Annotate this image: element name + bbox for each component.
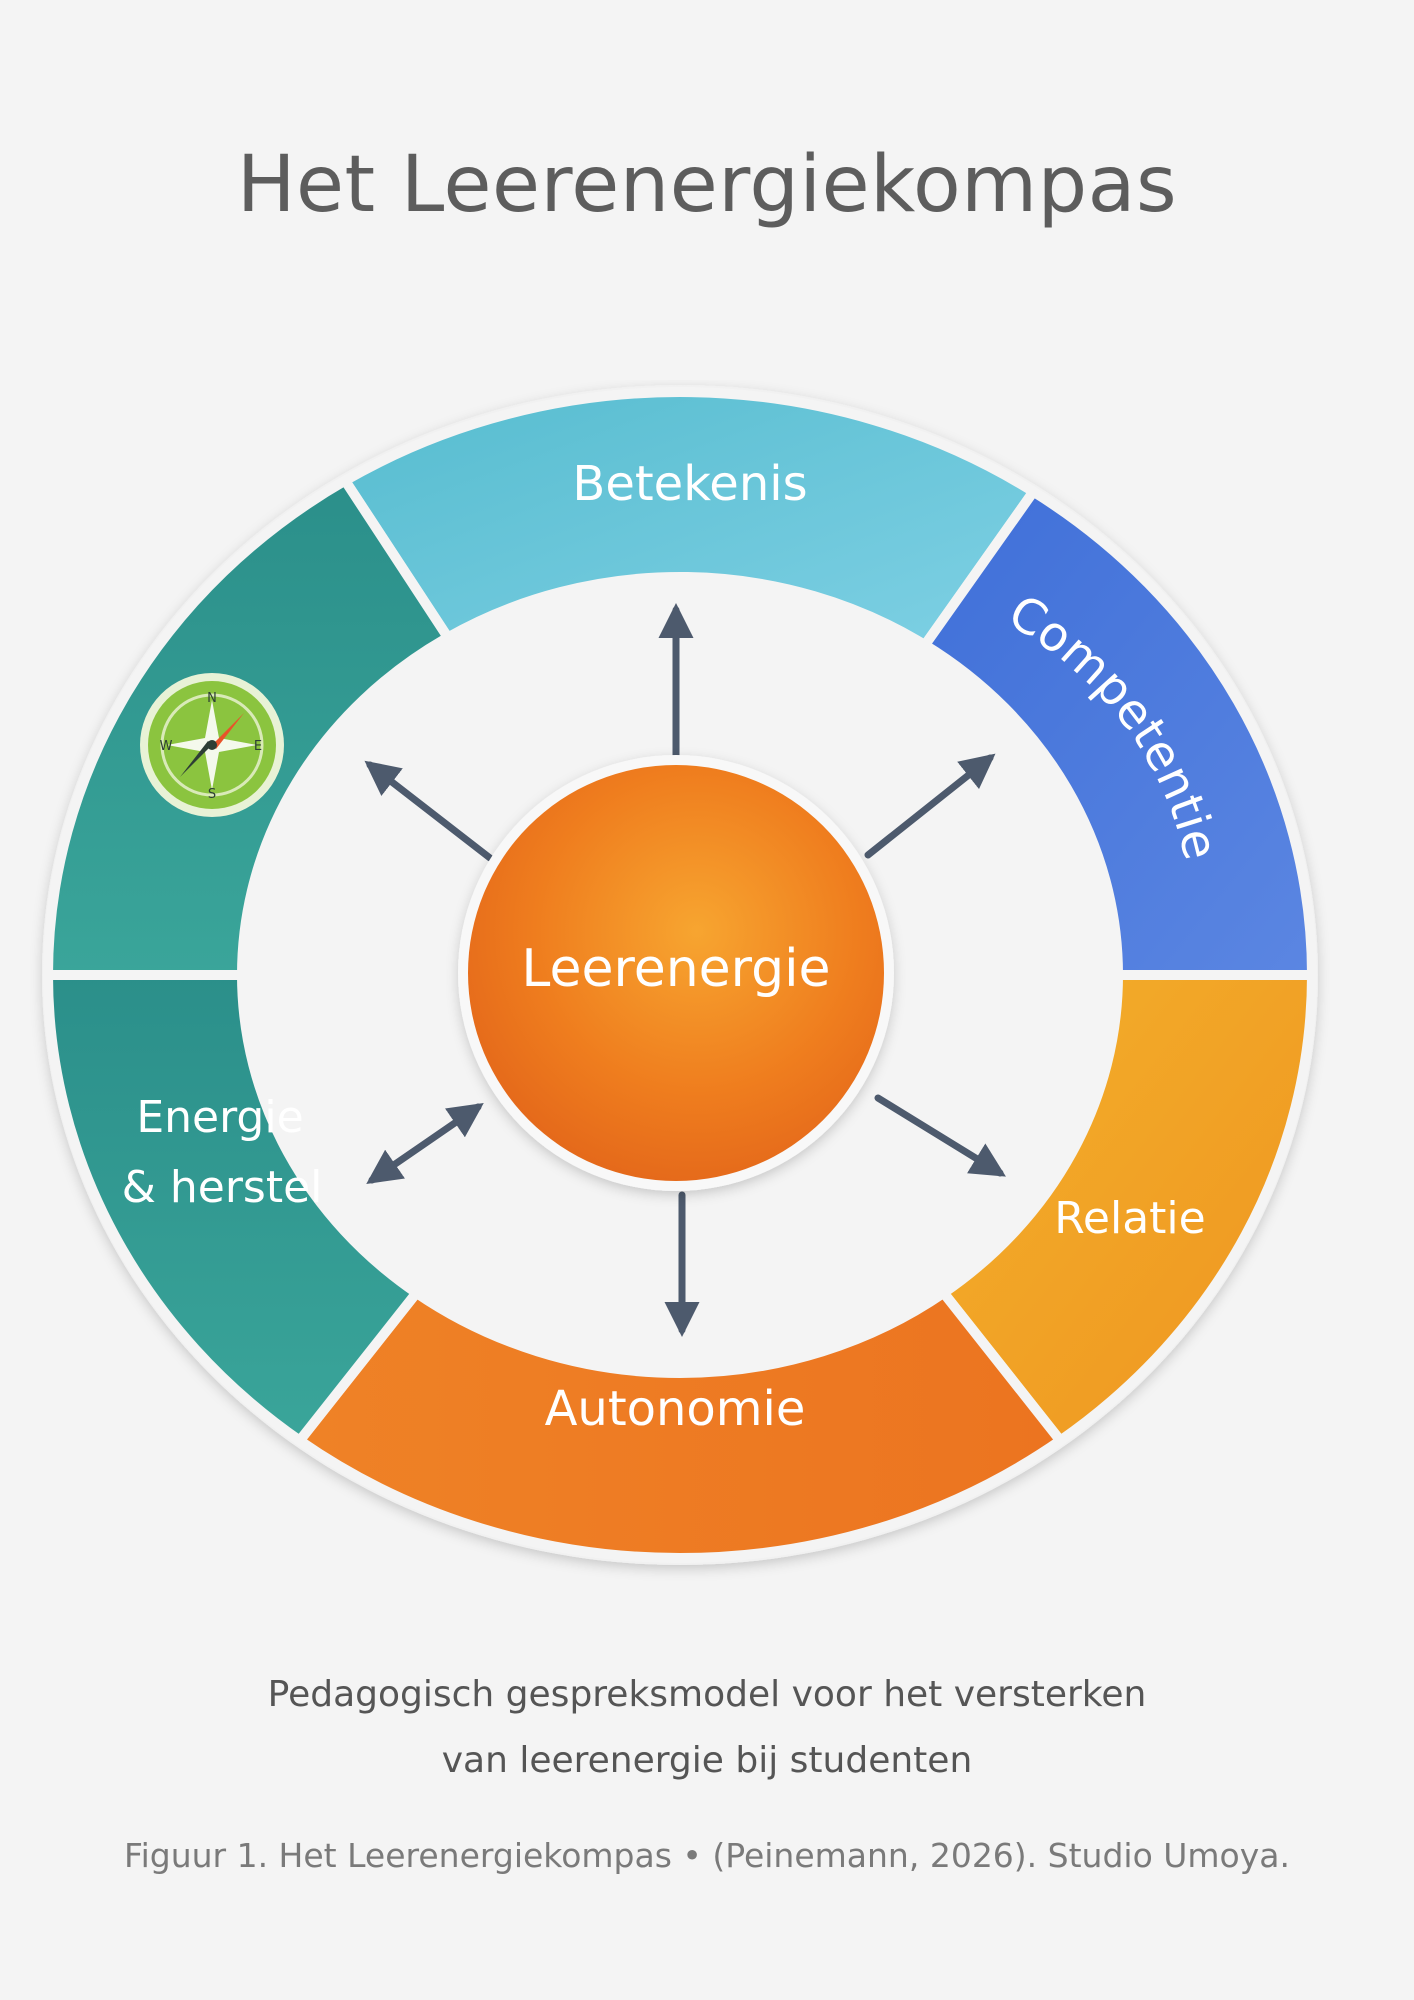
compass-diagram: Leerenergie Betekenis Competentie Relati… [42, 385, 1318, 1565]
label-relatie: Relatie [1054, 1193, 1205, 1244]
center-circle [468, 765, 884, 1181]
arrow-down-right [874, 1094, 1006, 1177]
segment-autonomie [294, 1287, 1066, 1563]
subtitle-line-2: van leerenergie bij studenten [441, 1740, 973, 1781]
label-betekenis: Betekenis [572, 456, 807, 512]
compass-e: E [254, 739, 262, 754]
ring-segments [43, 387, 1317, 1563]
label-energie-line1: Energie [136, 1092, 303, 1143]
arrow-double-left [366, 1103, 484, 1184]
arrow-up-right [864, 753, 996, 859]
center-label: Leerenergie [521, 939, 830, 999]
label-energie-line2: & herstel [122, 1162, 323, 1213]
compass-s: S [208, 787, 216, 802]
compass-icon: N S W E [140, 673, 284, 817]
page-title: Het Leerenergiekompas [236, 140, 1178, 230]
arrow-up-left [364, 760, 494, 862]
arrows [364, 603, 1006, 1337]
figure-caption: Figuur 1. Het Leerenergiekompas • (Peine… [124, 1836, 1290, 1875]
compass-w: W [160, 739, 173, 754]
compass-n: N [207, 691, 217, 706]
label-autonomie: Autonomie [545, 1381, 806, 1437]
subtitle-line-1: Pedagogisch gespreksmodel voor het verst… [267, 1674, 1147, 1715]
